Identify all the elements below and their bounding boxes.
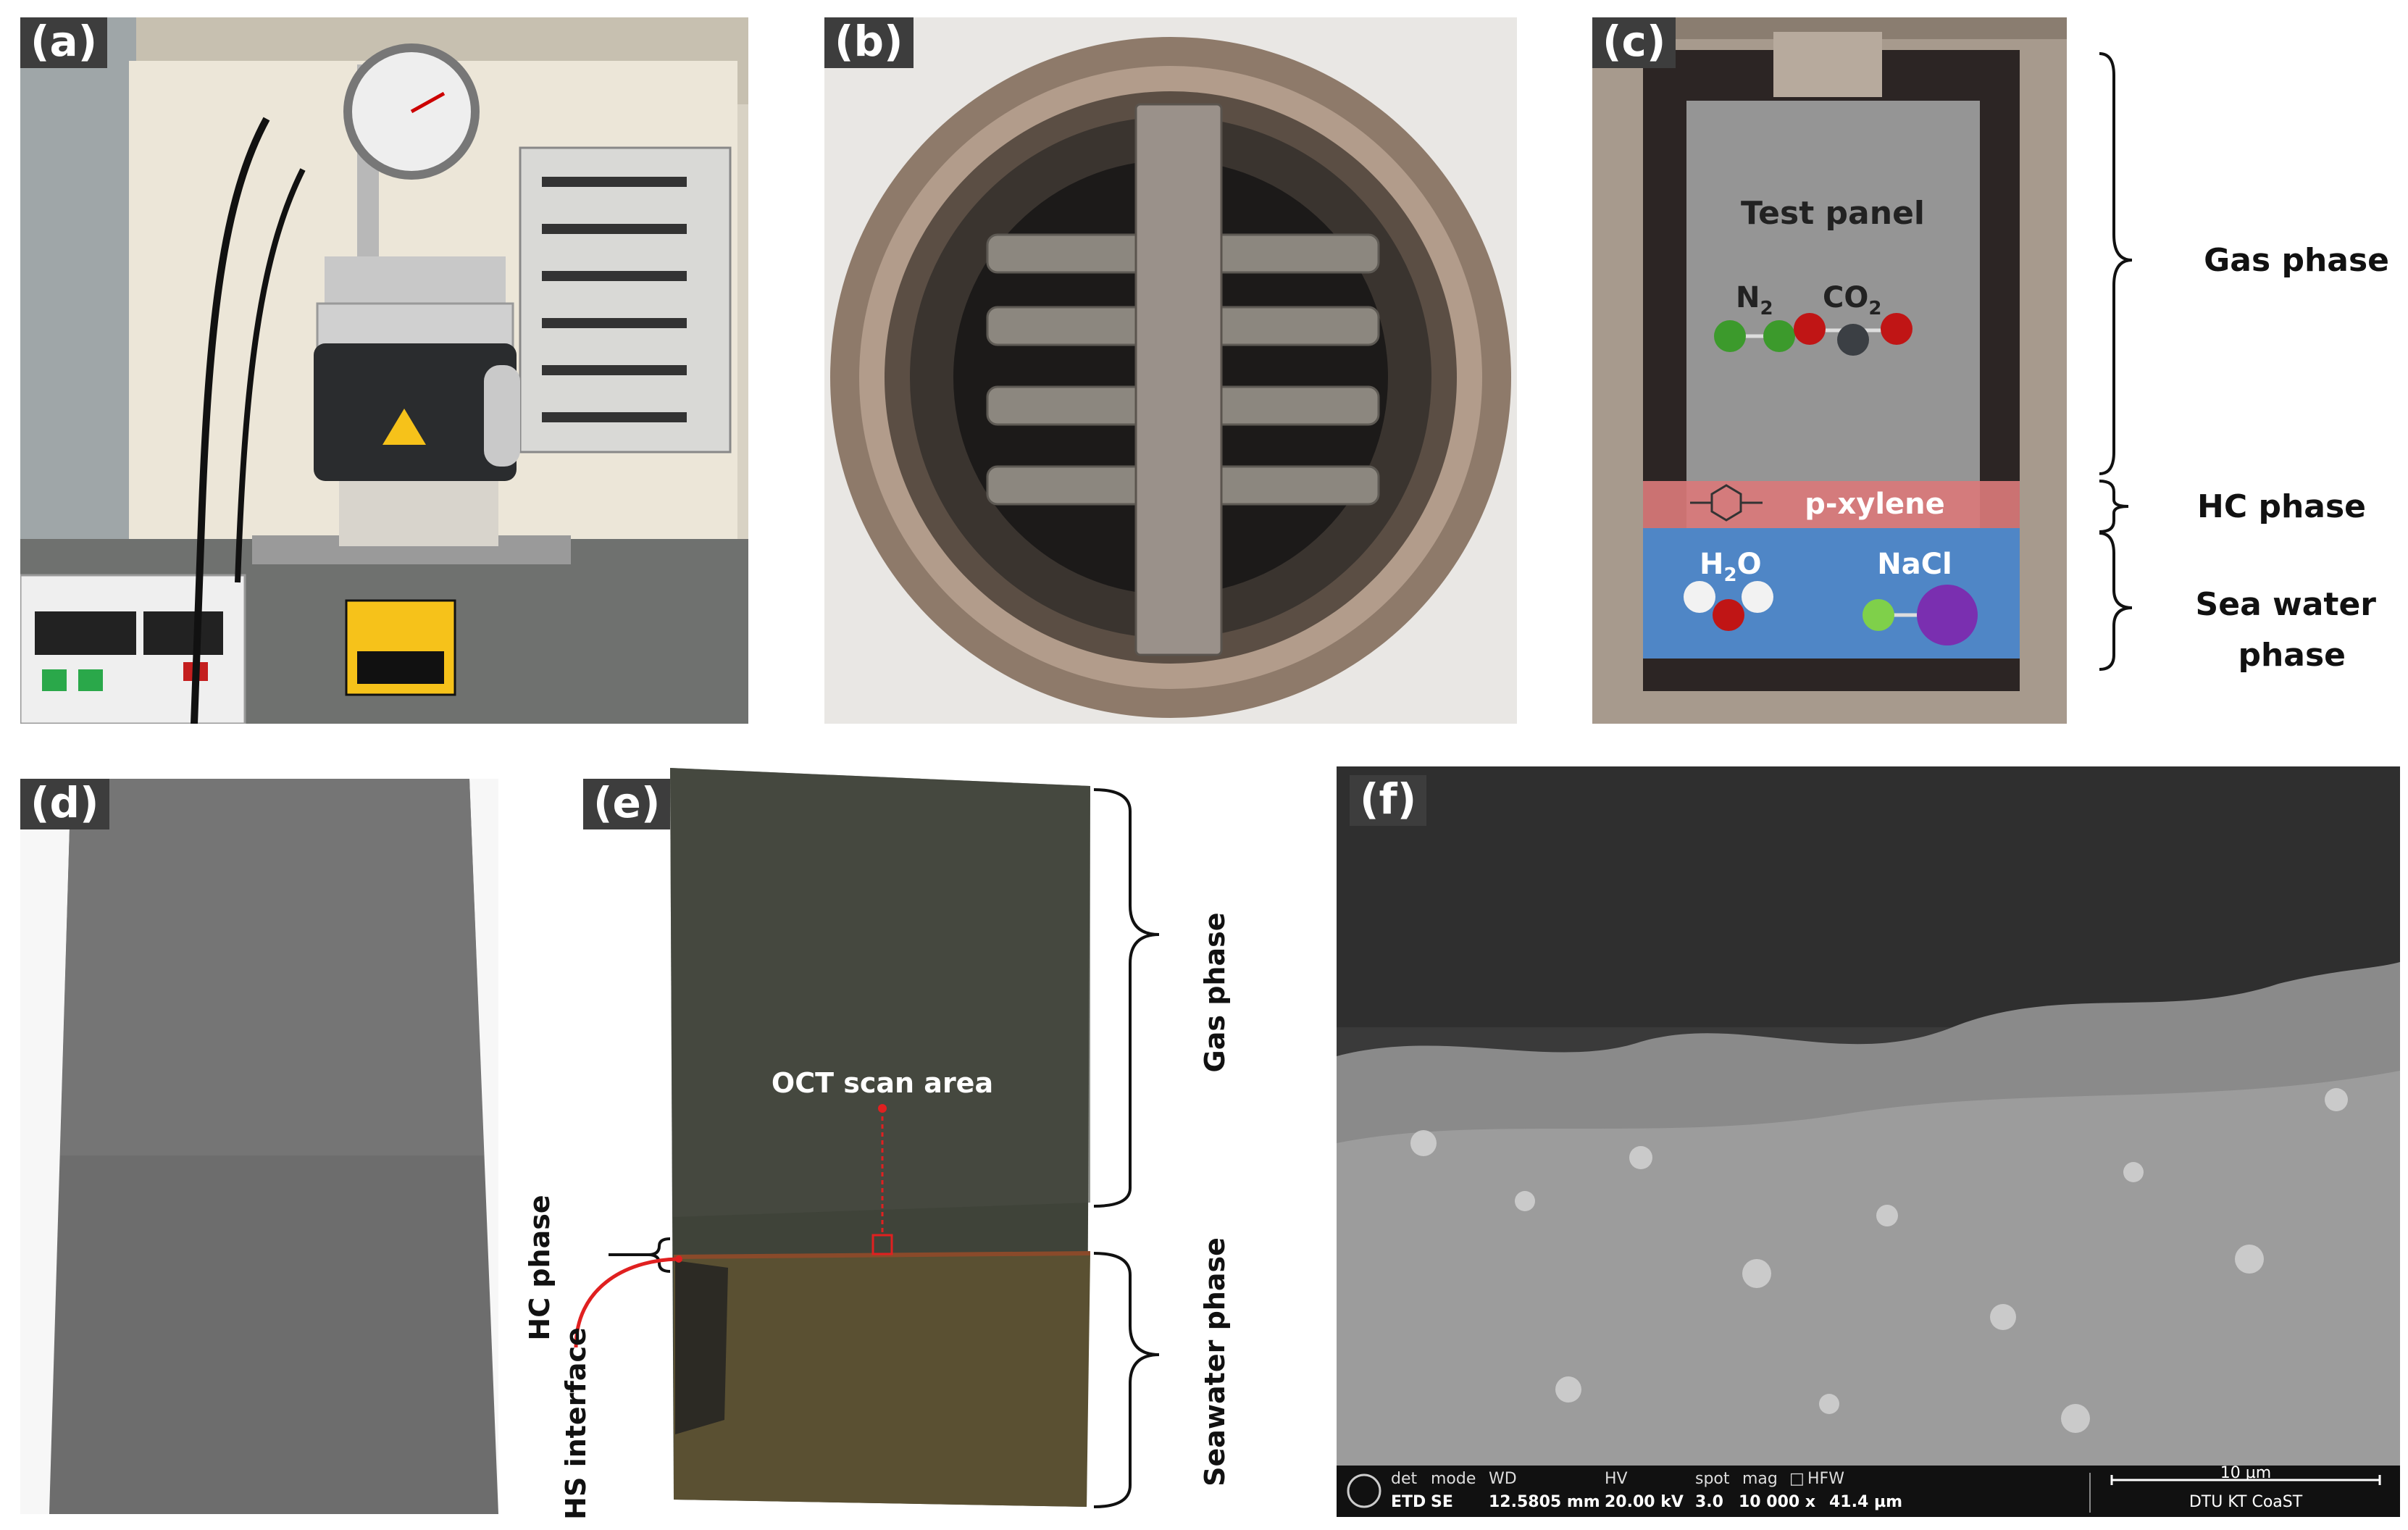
h2o-o-atom	[1713, 599, 1744, 631]
panel-e-figure: OCT scan area Gas phase Seawater phase H…	[507, 768, 1297, 1525]
h2o-h-atom	[1742, 581, 1773, 613]
h2o-label: H2O	[1700, 548, 1762, 586]
panel-b-label: (b)	[824, 17, 914, 68]
n2-atom	[1714, 320, 1746, 352]
panel-b-photo: (b)	[824, 17, 1517, 724]
panel-a-label: (a)	[20, 17, 108, 68]
sem-val-hv: 20.00 kV	[1605, 1493, 1684, 1511]
sem-head-det: det	[1391, 1470, 1418, 1488]
seawater-phase-bracket	[2099, 532, 2133, 671]
hs-interface-arrow	[574, 1257, 678, 1348]
hc-layer	[1643, 481, 2020, 528]
exposed-panel-annotated: OCT scan area Gas phase Seawater phase H…	[507, 768, 1297, 1525]
sem-head-hv: HV	[1605, 1470, 1628, 1488]
panel-e-label: (e)	[583, 779, 671, 829]
sem-head-wd: WD	[1489, 1470, 1517, 1488]
instrument-text: DTU KT CoaST	[2189, 1493, 2303, 1511]
panel-d-label: (d)	[20, 779, 109, 829]
gas-phase-bracket	[2099, 52, 2133, 475]
atom-icon	[1347, 1473, 1381, 1508]
sem-head-spot: spot	[1695, 1470, 1730, 1488]
co2-label: CO2	[1823, 281, 1881, 319]
hs-interface-text: HS interface	[560, 1327, 592, 1520]
n2-atom	[1763, 320, 1795, 352]
h2o-h-atom	[1684, 581, 1715, 613]
sem-head-mode: mode	[1431, 1470, 1476, 1488]
gas-phase-text: Gas phase	[2204, 242, 2389, 279]
sem-micrograph: det mode WD HV spot mag □ HFW ETD SE 12.…	[1337, 766, 2400, 1517]
oct-scan-text: OCT scan area	[772, 1067, 993, 1099]
sem-val-mode: SE	[1431, 1493, 1453, 1511]
hc-phase-text: HC phase	[524, 1195, 556, 1340]
seawater-phase-bracket	[1093, 1252, 1160, 1508]
co2-c-atom	[1837, 324, 1869, 356]
test-panel-text: Test panel	[1741, 195, 1925, 232]
panel-c-label: (c)	[1592, 17, 1676, 68]
co2-o-atom	[1881, 313, 1912, 345]
seawater-phase-text: Seawater phase	[1199, 1237, 1231, 1487]
sem-head-mag: mag	[1742, 1470, 1778, 1488]
na-atom	[1917, 585, 1978, 645]
seawater-phase-text-1: Sea water	[2196, 586, 2377, 623]
panel-c-diagram: Test panel N2 CO2 p-xylene H2O NaCl Gas …	[1592, 17, 2404, 724]
sem-info-bar	[1337, 1466, 2400, 1517]
scale-bar-text: 10 µm	[2220, 1464, 2271, 1482]
autoclave-setup-illustration	[20, 17, 748, 724]
n2-label: N2	[1736, 281, 1773, 319]
hc-phase-text: HC phase	[2197, 488, 2366, 525]
sem-val-spot: 3.0	[1695, 1493, 1723, 1511]
nacl-label: NaCl	[1877, 548, 1952, 581]
sem-val-hfw: 41.4 µm	[1829, 1493, 1902, 1511]
benzene-ring-icon	[1710, 484, 1742, 522]
gas-phase-bracket	[1093, 788, 1160, 1208]
panel-a-photo: (a)	[20, 17, 748, 724]
panel-d-photo: (d)	[20, 779, 498, 1514]
pxylene-label: p-xylene	[1805, 488, 1945, 521]
gas-phase-text: Gas phase	[1199, 913, 1231, 1073]
sem-val-mag: 10 000 x	[1739, 1493, 1815, 1511]
sem-val-wd: 12.5805 mm	[1489, 1493, 1600, 1511]
sem-val-det: ETD	[1391, 1493, 1426, 1511]
panel-f-label: (f)	[1350, 775, 1427, 826]
oct-scan-marker	[871, 1234, 893, 1255]
co2-o-atom	[1794, 313, 1826, 345]
sem-head-box: □	[1789, 1470, 1805, 1488]
vessel-top-view-illustration	[824, 17, 1517, 724]
phase-diagram: Test panel N2 CO2 p-xylene H2O NaCl Gas …	[1592, 17, 2389, 724]
panel-f-sem: det mode WD HV spot mag □ HFW ETD SE 12.…	[1337, 766, 2400, 1517]
hc-phase-bracket	[2099, 480, 2129, 533]
seawater-phase-text-2: phase	[2238, 637, 2346, 674]
cl-atom	[1863, 599, 1894, 631]
clean-test-panel-illustration	[20, 779, 498, 1514]
sem-head-hfw: HFW	[1807, 1470, 1844, 1488]
